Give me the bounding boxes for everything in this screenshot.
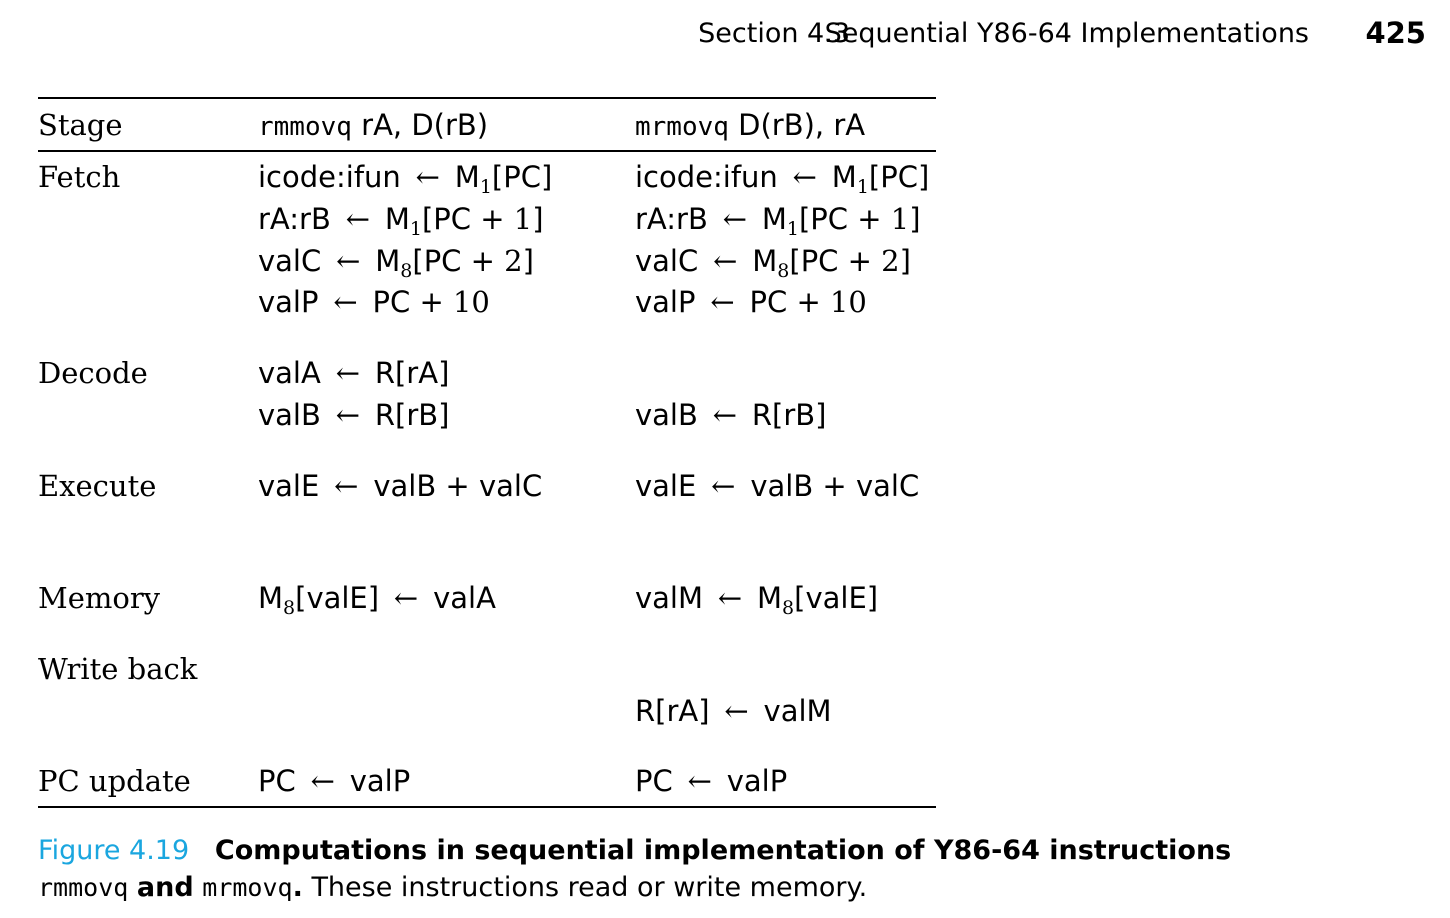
caption-instr-rmmovq: rmmovq — [38, 873, 129, 902]
section-title: Sequential Y86-64 Implementations — [824, 18, 1309, 49]
operands-mrmovq: D(rB), rA — [738, 108, 866, 142]
decode-vala-rmmovq: valA←R[rA] — [258, 356, 450, 390]
stage-decode: Decode — [38, 356, 148, 390]
figure-caption: Figure 4.19 Computations in sequential i… — [38, 832, 1238, 906]
page-number: 425 — [1365, 16, 1426, 50]
figure-label: Figure 4.19 — [38, 835, 190, 866]
stage-memory: Memory — [38, 581, 161, 615]
instr-mrmovq: mrmovq — [635, 112, 729, 142]
stage-fetch: Fetch — [38, 160, 121, 194]
instr-rmmovq: rmmovq — [258, 112, 352, 142]
table-top-rule — [38, 97, 936, 99]
caption-period: . — [292, 872, 303, 903]
caption-and: and — [136, 872, 194, 903]
memory-read-mrmovq: valM←M8[valE] — [635, 581, 879, 619]
fetch-valp-rmmovq: valP←PC + 10 — [258, 285, 490, 319]
fetch-icode-rmmovq: icode:ifun←M1[PC] — [258, 160, 553, 198]
stage-execute: Execute — [38, 469, 157, 503]
fetch-rarb-rmmovq: rA:rB←M1[PC + 1] — [258, 202, 544, 240]
writeback-ra-mrmovq: R[rA]←valM — [635, 694, 832, 728]
table-bottom-rule — [38, 806, 936, 808]
section-label: Section 4.3 — [698, 18, 850, 49]
decode-valb-mrmovq: valB←R[rB] — [635, 398, 827, 432]
stage-write-back: Write back — [38, 652, 198, 686]
pc-update-mrmovq: PC←valP — [635, 764, 788, 798]
execute-vale-rmmovq: valE←valB + valC — [258, 469, 543, 503]
caption-line-2: rmmovq and mrmovq. These instructions re… — [38, 869, 1238, 906]
caption-title: Computations in sequential implementatio… — [214, 835, 1232, 866]
fetch-rarb-mrmovq: rA:rB←M1[PC + 1] — [635, 202, 921, 240]
caption-instr-mrmovq: mrmovq — [202, 873, 293, 902]
caption-line-1: Figure 4.19 Computations in sequential i… — [38, 832, 1238, 869]
column-header-rmmovq: rmmovq rA, D(rB) — [258, 108, 488, 142]
memory-write-rmmovq: M8[valE]←valA — [258, 581, 496, 619]
decode-valb-rmmovq: valB←R[rB] — [258, 398, 450, 432]
execute-vale-mrmovq: valE←valB + valC — [635, 469, 920, 503]
page-header: Section 4.3 Sequential Y86-64 Implementa… — [0, 14, 1426, 54]
fetch-valc-rmmovq: valC←M8[PC + 2] — [258, 244, 534, 282]
fetch-icode-mrmovq: icode:ifun←M1[PC] — [635, 160, 930, 198]
table-header-rule — [38, 150, 936, 152]
pc-update-rmmovq: PC←valP — [258, 764, 411, 798]
column-header-mrmovq: mrmovq D(rB), rA — [635, 108, 865, 142]
fetch-valp-mrmovq: valP←PC + 10 — [635, 285, 867, 319]
stage-pc-update: PC update — [38, 764, 191, 798]
column-header-stage: Stage — [38, 108, 123, 142]
fetch-valc-mrmovq: valC←M8[PC + 2] — [635, 244, 911, 282]
operands-rmmovq: rA, D(rB) — [361, 108, 489, 142]
caption-text: These instructions read or write memory. — [302, 872, 868, 903]
